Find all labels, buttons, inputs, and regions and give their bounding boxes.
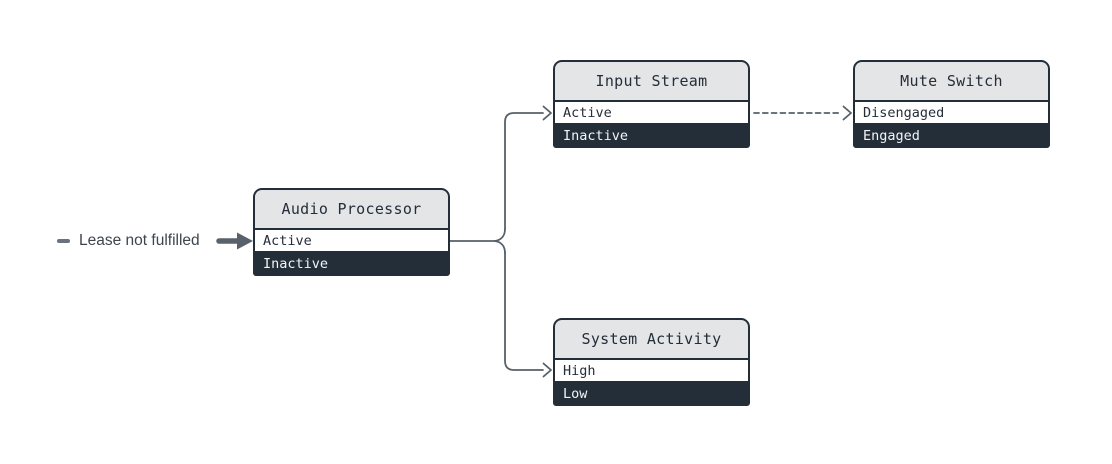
arrowhead-mute-switch <box>842 105 852 121</box>
arrowhead-system-activity <box>542 362 552 378</box>
lease-annotation-label: Lease not fulfilled <box>79 232 200 249</box>
node-title-mute-switch: Mute Switch <box>855 62 1048 102</box>
state-row-inactive[interactable]: Inactive <box>255 253 448 274</box>
edge-dashed-connector <box>753 105 852 121</box>
state-row-engaged[interactable]: Engaged <box>855 125 1048 146</box>
state-row-active[interactable]: Active <box>255 230 448 253</box>
arrowhead-input-stream <box>542 105 552 121</box>
node-system-activity[interactable]: System Activity High Low <box>553 318 750 406</box>
node-title-audio-processor: Audio Processor <box>255 190 448 230</box>
state-row-low[interactable]: Low <box>555 383 748 404</box>
lease-annotation: Lease not fulfilled <box>57 232 200 250</box>
state-row-active[interactable]: Active <box>555 102 748 125</box>
node-audio-processor[interactable]: Audio Processor Active Inactive <box>253 188 450 276</box>
node-title-input-stream: Input Stream <box>555 62 748 102</box>
state-row-high[interactable]: High <box>555 360 748 383</box>
node-mute-switch[interactable]: Mute Switch Disengaged Engaged <box>853 60 1050 148</box>
node-title-system-activity: System Activity <box>555 320 748 360</box>
dash-icon <box>57 239 70 243</box>
edge-branch-connector <box>449 105 552 378</box>
edge-entry-arrow <box>216 232 253 250</box>
state-row-inactive[interactable]: Inactive <box>555 125 748 146</box>
node-input-stream[interactable]: Input Stream Active Inactive <box>553 60 750 148</box>
state-row-disengaged[interactable]: Disengaged <box>855 102 1048 125</box>
